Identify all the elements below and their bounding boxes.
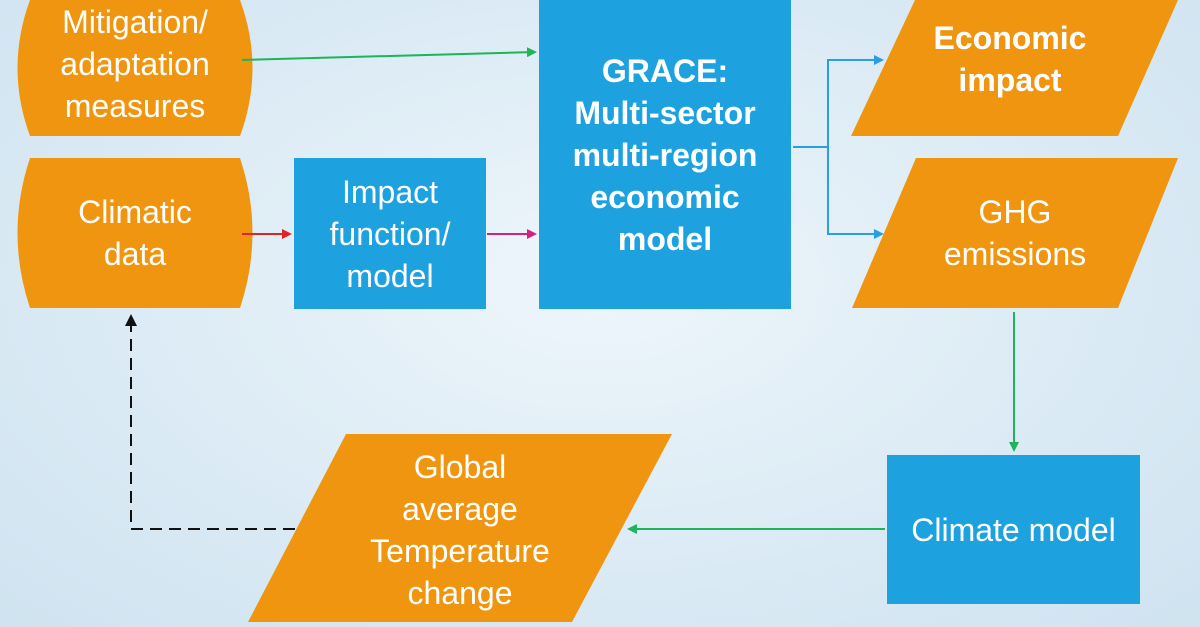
economic-impact-label-line: Economic (933, 20, 1087, 56)
climate-model-label-line: Climate model (911, 511, 1116, 548)
mitigation-label-line: adaptation (60, 46, 210, 82)
grace-label-line: economic (590, 179, 740, 215)
climatic-data-node-shape (17, 158, 253, 308)
impact-function-label-line: function/ (329, 215, 451, 252)
arrow-grace-to-ghg (827, 147, 884, 239)
arrow-global-temp-to-climatic-dashed (125, 314, 295, 530)
impact-function-label-line: model (346, 257, 434, 294)
climate-model-label: Climate model (887, 455, 1140, 604)
climatic-data-label-line: data (103, 236, 167, 272)
grace-node-shape (539, 0, 791, 309)
impact-function-label-line: Impact (341, 173, 439, 210)
global-temp-label: Global average Temperature change (330, 440, 590, 620)
grace-label-line: model (617, 221, 713, 257)
ghg-emissions-label-line: emissions (943, 236, 1087, 272)
mitigation-label: Mitigation/ adaptation measures (20, 0, 250, 128)
arrow-mitigation-to-grace (241, 47, 537, 61)
global-temp-node-shape (248, 434, 672, 622)
economic-impact-label: Economic impact (880, 0, 1140, 118)
mitigation-label-line: measures (64, 88, 206, 124)
ghg-emissions-label: GHG emissions (885, 158, 1145, 308)
arrow-grace-to-economic-impact (827, 55, 884, 147)
mitigation-node-shape (17, 0, 253, 136)
global-temp-label-line: average (402, 491, 518, 527)
impact-function-node-shape (294, 158, 486, 309)
grace-label: GRACE: Multi-sector multi-region economi… (539, 40, 791, 270)
global-temp-label-line: Global (413, 449, 507, 485)
mitigation-label-line: Mitigation/ (62, 4, 208, 40)
ghg-emissions-label-line: GHG (978, 194, 1052, 230)
grace-label-line: GRACE: (601, 53, 729, 89)
climate-model-node-shape (887, 455, 1140, 604)
impact-function-label: Impact function/ model (294, 158, 486, 309)
economic-impact-node-shape (851, 0, 1178, 136)
climatic-data-label-line: Climatic (78, 194, 192, 230)
global-temp-label-line: Temperature (370, 533, 550, 569)
ghg-emissions-node-shape (852, 158, 1178, 308)
economic-impact-label-line: impact (958, 62, 1062, 98)
grace-label-line: Multi-sector (574, 95, 756, 131)
climatic-data-label: Climatic data (20, 158, 250, 308)
global-temp-label-line: change (407, 575, 513, 611)
grace-label-line: multi-region (572, 137, 758, 173)
